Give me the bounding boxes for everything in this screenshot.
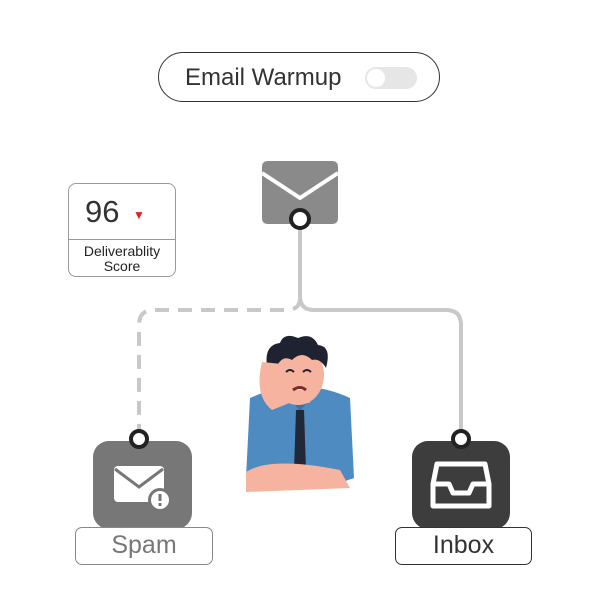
switch-knob [367,69,385,87]
email-warmup-toggle[interactable]: Email Warmup [158,52,440,102]
score-value: 96 [85,194,120,229]
score-label-line1: Deliverablity [83,243,161,259]
score-label-line2: Score [103,258,141,274]
score-divider [69,239,175,240]
mail-alert-icon [114,466,172,512]
inbox-node [412,429,510,529]
trend-down-icon: ▼ [133,208,145,222]
inbox-tray-icon [430,461,492,509]
deliverability-score-card: 96 ▼ Deliverablity Score [68,183,176,277]
email-warmup-label: Email Warmup [185,64,342,91]
spam-label: Spam [75,527,213,565]
source-envelope-icon [260,161,340,230]
spam-node [93,429,192,529]
spam-connector [137,297,302,440]
stressed-person-illustration [246,335,354,492]
warmup-switch[interactable] [365,67,417,89]
inbox-label: Inbox [395,527,532,565]
score-label: Deliverablity Score [69,244,175,274]
